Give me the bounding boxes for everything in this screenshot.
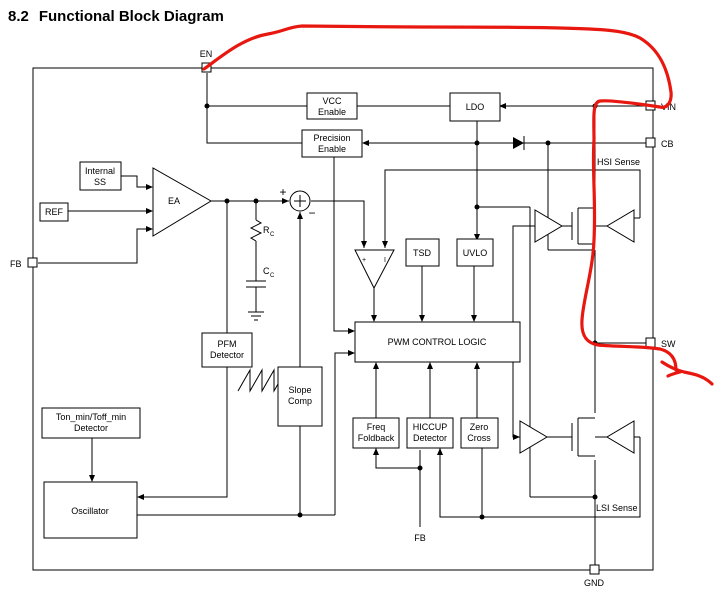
svg-text:Detector: Detector bbox=[210, 350, 244, 360]
section-number: 8.2 bbox=[8, 8, 29, 25]
hsi-sense-amplifier bbox=[606, 209, 635, 243]
svg-text:Detector: Detector bbox=[74, 423, 108, 433]
svg-text:−: − bbox=[308, 206, 315, 220]
lsi-sense-amplifier bbox=[606, 420, 635, 454]
bootstrap-diode bbox=[513, 137, 524, 149]
freq-foldback-block: Freq Foldback bbox=[352, 417, 400, 449]
svg-text:FB: FB bbox=[10, 259, 22, 269]
cc-label: C C bbox=[263, 266, 275, 279]
slope-comp-block: Slope Comp bbox=[277, 366, 323, 427]
svg-text:EA: EA bbox=[168, 196, 180, 206]
lsi-sense-label: LSI Sense bbox=[596, 503, 638, 513]
fb-internal-label: FB bbox=[414, 533, 426, 543]
svg-text:LDO: LDO bbox=[466, 102, 485, 112]
oscillator-block: Oscillator bbox=[43, 481, 138, 539]
ea-amplifier: EA bbox=[152, 167, 212, 237]
svg-text:TSD: TSD bbox=[413, 248, 432, 258]
svg-text:+: + bbox=[279, 185, 286, 199]
svg-text:Ton_min/Toff_min: Ton_min/Toff_min bbox=[56, 412, 126, 422]
precision-enable-block: Precision Enable bbox=[301, 129, 363, 158]
page-title: 8.2 Functional Block Diagram bbox=[8, 8, 224, 25]
svg-text:CB: CB bbox=[661, 139, 674, 149]
pwm-comparator: + I bbox=[354, 249, 395, 290]
ton-toff-detector-block: Ton_min/Toff_min Detector bbox=[41, 407, 141, 439]
ref-block: REF bbox=[39, 202, 69, 222]
uvlo-block: UVLO bbox=[456, 238, 494, 267]
pfm-detector-block: PFM Detector bbox=[201, 332, 253, 368]
hsi-sense-label: HSI Sense bbox=[597, 157, 640, 167]
zero-cross-block: Zero Cross bbox=[460, 417, 499, 449]
section-title: Functional Block Diagram bbox=[38, 8, 224, 25]
svg-text:+: + bbox=[362, 257, 366, 264]
ls-gate-driver bbox=[519, 420, 548, 454]
vcc-enable-block: VCC Enable bbox=[306, 92, 358, 120]
svg-text:UVLO: UVLO bbox=[463, 248, 488, 258]
hiccup-detector-block: HICCUP Detector bbox=[406, 417, 454, 449]
pin-cb: CB bbox=[645, 137, 674, 149]
internal-ss-block: Internal SS bbox=[79, 161, 122, 191]
summing-junction: + − bbox=[279, 185, 315, 220]
pwm-control-logic-block: PWM CONTROL LOGIC bbox=[354, 321, 521, 363]
ldo-block: LDO bbox=[449, 92, 501, 122]
svg-text:Detector: Detector bbox=[413, 433, 447, 443]
svg-text:Oscillator: Oscillator bbox=[71, 506, 109, 516]
svg-text:VCC: VCC bbox=[322, 96, 342, 106]
svg-text:GND: GND bbox=[584, 578, 605, 588]
svg-text:SW: SW bbox=[661, 339, 676, 349]
svg-text:R: R bbox=[263, 225, 270, 235]
svg-text:C: C bbox=[263, 266, 270, 276]
svg-text:Freq: Freq bbox=[367, 422, 386, 432]
svg-text:Enable: Enable bbox=[318, 107, 346, 117]
svg-text:Precision: Precision bbox=[313, 133, 350, 143]
svg-text:Foldback: Foldback bbox=[358, 433, 395, 443]
svg-text:PFM: PFM bbox=[218, 339, 237, 349]
svg-text:Enable: Enable bbox=[318, 144, 346, 154]
svg-text:Zero: Zero bbox=[470, 422, 489, 432]
svg-text:C: C bbox=[270, 232, 275, 238]
pin-fb: FB bbox=[10, 257, 38, 269]
svg-text:REF: REF bbox=[45, 207, 64, 217]
svg-text:I: I bbox=[384, 257, 386, 264]
svg-text:Comp: Comp bbox=[288, 396, 312, 406]
red-annotation bbox=[202, 24, 714, 386]
pin-gnd: GND bbox=[584, 564, 605, 588]
svg-text:Cross: Cross bbox=[467, 433, 491, 443]
tsd-block: TSD bbox=[405, 238, 440, 267]
chip-boundary bbox=[32, 67, 654, 571]
svg-text:SS: SS bbox=[94, 177, 106, 187]
svg-text:VIN: VIN bbox=[661, 102, 676, 112]
svg-text:C: C bbox=[270, 273, 275, 279]
rc-label: R C bbox=[263, 225, 275, 238]
svg-text:PWM CONTROL LOGIC: PWM CONTROL LOGIC bbox=[388, 337, 487, 347]
junction-dots bbox=[204, 103, 598, 520]
hs-gate-driver bbox=[534, 209, 563, 243]
svg-text:EN: EN bbox=[200, 49, 213, 59]
svg-text:Slope: Slope bbox=[288, 385, 311, 395]
svg-text:Internal: Internal bbox=[85, 166, 115, 176]
svg-text:HICCUP: HICCUP bbox=[413, 422, 448, 432]
